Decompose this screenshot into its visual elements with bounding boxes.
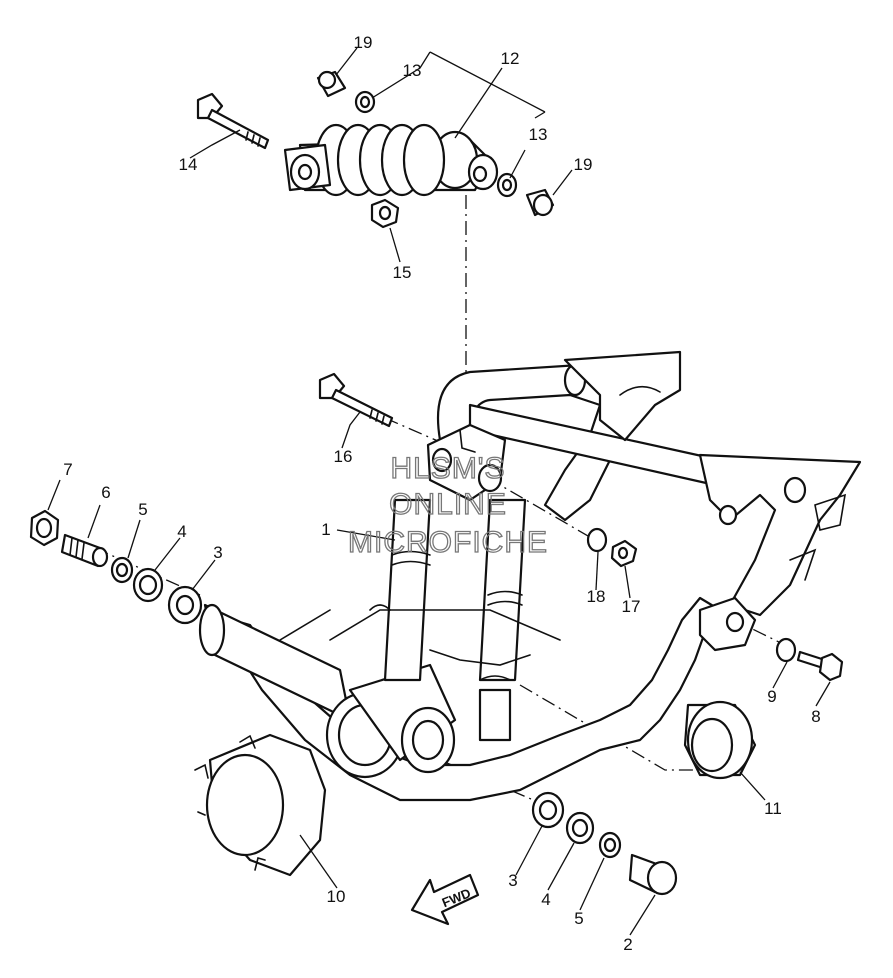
washer-4-left — [132, 567, 164, 603]
swingarm-frame — [198, 350, 862, 802]
nut-17 — [610, 539, 638, 568]
callout-18: 18 — [587, 587, 606, 606]
callout-numbers: 19 13 12 13 19 14 15 16 1 7 6 5 4 3 18 1… — [63, 33, 820, 954]
watermark-line-3: MICROFICHE — [348, 526, 548, 559]
callout-2: 2 — [623, 935, 632, 954]
callout-4-right: 4 — [541, 890, 550, 909]
callout-12: 12 — [501, 49, 520, 68]
bearing-3-right — [531, 791, 565, 829]
bolt-8 — [796, 650, 844, 682]
pivot-bolt-2 — [628, 853, 678, 896]
callout-9: 9 — [767, 687, 776, 706]
watermark-line-2: ONLINE — [389, 488, 507, 521]
washer-13-right — [496, 172, 518, 198]
callout-19-top: 19 — [354, 33, 373, 52]
callout-4-left: 4 — [177, 522, 186, 541]
callout-3-left: 3 — [213, 543, 222, 562]
protector-10 — [194, 733, 327, 877]
callout-5-right: 5 — [574, 909, 583, 928]
bushing-11 — [683, 700, 757, 780]
watermark-line-1: HLSM'S — [390, 452, 505, 485]
seal-5-right — [598, 831, 622, 859]
washer-4-right — [565, 811, 595, 845]
seal-5-left — [110, 556, 134, 584]
callout-3-right: 3 — [508, 871, 517, 890]
callout-16: 16 — [334, 447, 353, 466]
rear-shock-absorber — [283, 123, 499, 197]
callout-6: 6 — [101, 483, 110, 502]
watermark: HLSM'S ONLINE MICROFICHE — [347, 451, 548, 559]
callout-1: 1 — [321, 520, 330, 539]
washer-18 — [586, 527, 608, 553]
cap-7 — [29, 509, 60, 547]
leader-lines — [47, 47, 831, 936]
callout-8: 8 — [811, 707, 820, 726]
callout-17: 17 — [622, 597, 641, 616]
callout-11: 11 — [764, 799, 782, 818]
callout-7: 7 — [63, 460, 72, 479]
callout-14: 14 — [179, 155, 198, 174]
callout-5-left: 5 — [138, 500, 147, 519]
shaft-6 — [60, 533, 109, 568]
bearing-3-left — [167, 585, 203, 625]
fwd-direction-arrow: FWD — [410, 873, 480, 926]
collar-19-right — [525, 188, 555, 217]
callout-13-top: 13 — [403, 61, 422, 80]
callout-13-right: 13 — [529, 125, 548, 144]
callout-15: 15 — [393, 263, 412, 282]
bolt-14 — [196, 92, 270, 150]
callout-10: 10 — [327, 887, 346, 906]
collar-19-top — [316, 70, 347, 98]
nut-15 — [370, 198, 400, 229]
washer-9 — [775, 637, 797, 663]
washer-13-top — [354, 90, 376, 114]
callout-19-right: 19 — [574, 155, 593, 174]
bolt-16 — [318, 372, 394, 428]
